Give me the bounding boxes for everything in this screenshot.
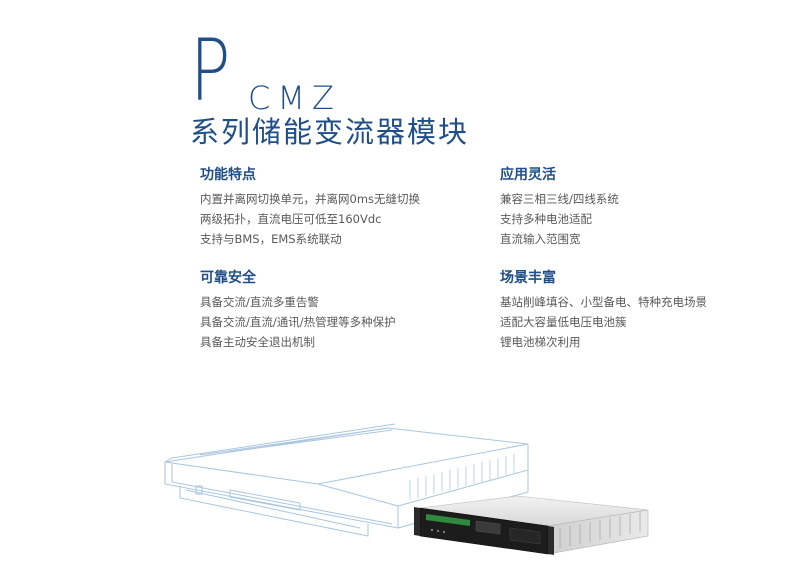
feature-item: 内置并离网切换单元，并离网0ms无缝切换 — [200, 192, 421, 206]
feature-block-safety: 可靠安全 具备交流/直流多重告警 具备交流/直流/通讯/热管理等多种保护 具备主… — [200, 270, 500, 352]
feature-item: 两级拓扑，直流电压可低至160Vdc — [200, 212, 382, 226]
feature-heading: 可靠安全 — [200, 270, 256, 286]
feature-item: 基站削峰填谷、小型备电、特种充电场景 — [500, 295, 707, 309]
feature-heading: 场景丰富 — [500, 270, 556, 286]
feature-block-flexible: 应用灵活 兼容三相三线/四线系统 支持多种电池适配 直流输入范围宽 — [500, 167, 800, 249]
feature-list: 具备交流/直流多重告警 具备交流/直流/通讯/热管理等多种保护 具备主动安全退出… — [200, 292, 500, 352]
feature-list: 基站削峰填谷、小型备电、特种充电场景 适配大容量低电压电池簇 锂电池梯次利用 — [500, 292, 800, 352]
feature-item: 锂电池梯次利用 — [500, 335, 581, 349]
chassis-outline-drawing — [164, 423, 529, 537]
feature-item: 具备交流/直流/通讯/热管理等多种保护 — [200, 315, 396, 329]
feature-item: 支持与BMS，EMS系统联动 — [200, 232, 342, 246]
feature-item: 具备交流/直流多重告警 — [200, 295, 319, 309]
feature-block-scenarios: 场景丰富 基站削峰填谷、小型备电、特种充电场景 适配大容量低电压电池簇 锂电池梯… — [500, 270, 800, 352]
feature-item: 支持多种电池适配 — [500, 212, 592, 226]
feature-list: 内置并离网切换单元，并离网0ms无缝切换 两级拓扑，直流电压可低至160Vdc … — [200, 189, 500, 249]
feature-list: 兼容三相三线/四线系统 支持多种电池适配 直流输入范围宽 — [500, 189, 800, 249]
feature-item: 具备主动安全退出机制 — [200, 335, 315, 349]
feature-item: 适配大容量低电压电池簇 — [500, 315, 627, 329]
page-title: 系列储能变流器模块 — [190, 115, 470, 149]
feature-block-function: 功能特点 内置并离网切换单元，并离网0ms无缝切换 两级拓扑，直流电压可低至16… — [200, 167, 500, 249]
pcs-module-image — [414, 495, 649, 555]
logo-suffix-cmz: CMZ — [248, 79, 341, 117]
feature-heading: 应用灵活 — [500, 167, 556, 183]
feature-item: 直流输入范围宽 — [500, 232, 581, 246]
feature-heading: 功能特点 — [200, 167, 256, 183]
logo-letter-p: P — [190, 21, 230, 121]
feature-item: 兼容三相三线/四线系统 — [500, 192, 619, 206]
